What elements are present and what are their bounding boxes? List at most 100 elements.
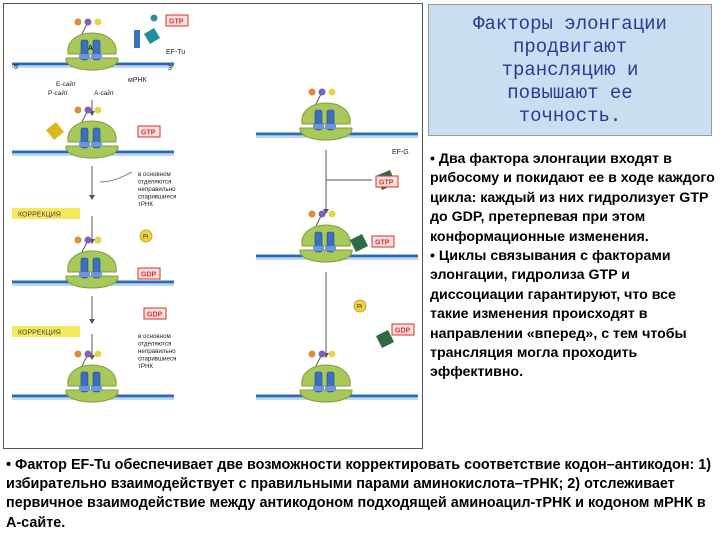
ribosome-3 (65, 236, 119, 289)
incoming-amino-acid (150, 14, 158, 22)
ef-tu-shape (144, 28, 160, 44)
trna-anticodon (91, 272, 102, 277)
amino-acid (318, 350, 326, 358)
gtp-tag-2-label: GTP (141, 130, 156, 137)
gtp-tag-4-fill (372, 236, 394, 247)
a-label: A (88, 45, 93, 52)
right-bullet-1: • Два фактора элонгации входят в рибосом… (430, 151, 715, 245)
amino-acid (94, 18, 102, 26)
correction-box-1 (12, 208, 80, 219)
pi-circle-1 (139, 229, 153, 243)
ribosome-small-subunit (65, 145, 119, 159)
gdp-tag-1-label: GDP (141, 272, 157, 279)
amino-acid (74, 106, 82, 114)
bottom-text-block: • Фактор EF-Tu обеспечивает две возможно… (6, 456, 718, 533)
amino-acid (74, 350, 82, 358)
gtp-tag-1-label: GTP (169, 19, 184, 26)
p-site-label: P-сайт (48, 89, 68, 97)
trna-anticodon (91, 386, 102, 391)
bottom-paragraph: • Фактор EF-Tu обеспечивает две возможно… (6, 457, 712, 531)
gdp-tag-3-box (391, 323, 415, 336)
ribosome-small-subunit (299, 389, 353, 403)
trna-anticodon (313, 124, 324, 129)
amino-acid (308, 88, 316, 96)
ribosome-small-subunit (65, 275, 119, 289)
arrowhead-4 (89, 319, 95, 324)
ribosome-small-subunit (65, 389, 119, 403)
arrowhead-2 (89, 195, 95, 200)
gtp-tag-3-label: GTP (379, 180, 394, 187)
amino-acid (318, 88, 326, 96)
pi-circle-2 (353, 299, 367, 313)
right-bullet-2: • Циклы связывания с факторами элонгации… (430, 248, 687, 381)
amino-acid (74, 18, 82, 26)
gtp-tag-1-fill (166, 15, 188, 26)
amino-acid (94, 236, 102, 244)
correction-label-2: КОРРЕКЦИЯ (18, 330, 61, 337)
amino-acid (328, 210, 336, 218)
trna-anticodon (325, 124, 336, 129)
amino-acid (328, 88, 336, 96)
trna-anticodon (79, 272, 90, 277)
trna-anticodon (79, 142, 90, 147)
gdp-tag-2-label: GDP (147, 312, 163, 319)
ribosome-2 (65, 106, 119, 159)
amino-acid (84, 106, 92, 114)
ribosome-6 (299, 210, 353, 263)
ef-tu-label: EF-Tu (166, 49, 185, 56)
gdp-tag-1-fill (138, 268, 160, 279)
ef-g-released (376, 330, 394, 348)
mrna-label: мРНК (128, 77, 148, 84)
e-site-label: E-сайт (56, 80, 76, 88)
amino-acid (84, 18, 92, 26)
gtp-tag-2-fill (138, 126, 160, 137)
amino-acid (84, 350, 92, 358)
ribosome-1 (65, 18, 119, 71)
arrowhead-6 (323, 209, 329, 214)
trna-anticodon (79, 386, 90, 391)
gdp-tag-1-box (137, 267, 161, 280)
ribosome-small-subunit (299, 249, 353, 263)
amino-acid (308, 210, 316, 218)
ribosome-large-subunit (67, 250, 117, 273)
amino-acid (74, 236, 82, 244)
trna-anticodon (91, 142, 102, 147)
title-box: Факторы элонгации продвигают трансляцию … (428, 4, 712, 136)
slide-title: Факторы элонгации продвигают трансляцию … (473, 12, 667, 127)
correction-label-1: КОРРЕКЦИЯ (18, 212, 61, 219)
rejected-trna-shape (46, 122, 64, 140)
right-text-block: • Два фактора элонгации входят в рибосом… (430, 150, 716, 383)
trna-anticodon (79, 54, 90, 59)
a-site-label: A-сайт (94, 89, 114, 97)
ribosome-4 (65, 350, 119, 403)
amino-acid (84, 236, 92, 244)
correction-box-2 (12, 326, 80, 337)
ef-g-label: EF-G (392, 149, 409, 156)
gtp-tag-4-label: GTP (375, 240, 390, 247)
amino-acid (318, 210, 326, 218)
amino-acid (94, 350, 102, 358)
gtp-tag-3-box (375, 175, 399, 188)
ribosome-large-subunit (67, 120, 117, 143)
ribosome-large-subunit (301, 364, 351, 387)
ribosome-large-subunit (301, 224, 351, 247)
trna-anticodon (325, 386, 336, 391)
trna-anticodon (91, 54, 102, 59)
five-prime-label: 5' (14, 64, 19, 71)
gtp-tag-2-box (137, 125, 161, 138)
ef-g-bound (350, 234, 368, 252)
gdp-tag-2-fill (144, 308, 166, 319)
gtp-tag-3-fill (376, 176, 398, 187)
ribosome-5 (299, 88, 353, 141)
gdp-tag-2-box (143, 307, 167, 320)
gdp-tag-3-label: GDP (395, 328, 411, 335)
incoming-trna (134, 30, 140, 48)
ribosome-large-subunit (67, 32, 117, 55)
pi-label-2: Pi (357, 305, 362, 311)
ribosome-small-subunit (65, 57, 119, 71)
ribosome-large-subunit (67, 364, 117, 387)
amino-acid (94, 106, 102, 114)
